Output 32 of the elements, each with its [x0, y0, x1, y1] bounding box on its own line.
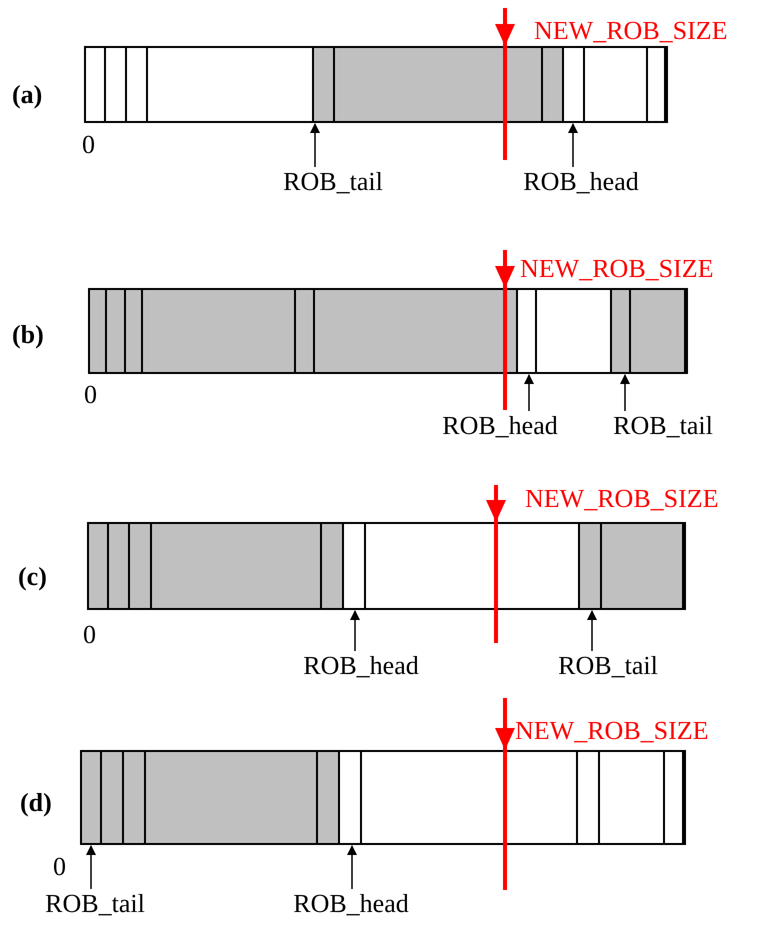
buffer-bar: [84, 46, 668, 123]
buffer-bar: [88, 288, 688, 374]
pointer-label: ROB_tail: [283, 167, 383, 197]
pointer-arrow: [347, 845, 357, 889]
panel-label: (b): [12, 320, 44, 350]
size-limit-label: NEW_ROB_SIZE: [515, 716, 709, 746]
pointer-label: ROB_tail: [558, 651, 658, 681]
pointer-label: ROB_head: [523, 167, 639, 197]
panel-label: (a): [12, 80, 42, 110]
size-limit-label: NEW_ROB_SIZE: [525, 484, 719, 514]
panel-label: (d): [20, 788, 52, 818]
pointer-label: ROB_tail: [45, 889, 145, 919]
index-label: 0: [53, 852, 66, 882]
size-limit-label: NEW_ROB_SIZE: [520, 254, 714, 284]
size-limit-label: NEW_ROB_SIZE: [534, 16, 728, 46]
panel-label: (c): [18, 562, 47, 592]
buffer-bar: [80, 750, 686, 845]
buffer-bar: [87, 522, 686, 610]
index-label: 0: [84, 380, 97, 410]
pointer-arrow: [86, 845, 96, 889]
pointer-arrow: [350, 610, 360, 651]
pointer-label: ROB_head: [293, 889, 409, 919]
pointer-arrow: [310, 123, 320, 167]
index-label: 0: [83, 620, 96, 650]
pointer-arrow: [587, 610, 597, 651]
pointer-label: ROB_head: [442, 411, 558, 441]
index-label: 0: [82, 130, 95, 160]
pointer-arrow: [568, 123, 578, 167]
pointer-arrow: [524, 374, 534, 411]
pointer-label: ROB_head: [303, 651, 419, 681]
pointer-arrow: [620, 374, 630, 411]
pointer-label: ROB_tail: [613, 411, 713, 441]
